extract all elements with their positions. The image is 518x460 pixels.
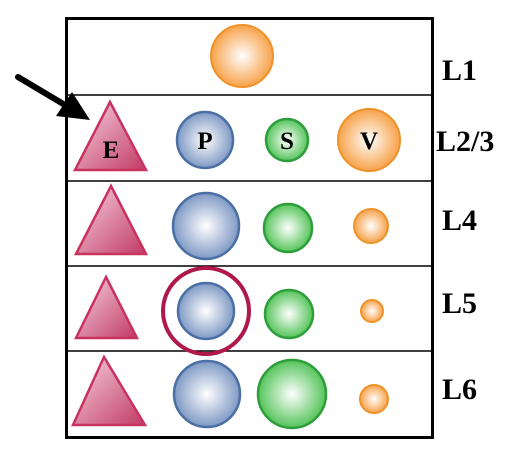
diagram-frame xyxy=(65,17,434,439)
pyramidal-cell xyxy=(171,191,241,261)
layer-label-l1: L1 xyxy=(442,54,477,87)
sst-cell xyxy=(264,117,310,163)
vip-cell xyxy=(359,384,389,414)
layer-label-l4: L4 xyxy=(442,204,477,237)
layer-label-l5: L5 xyxy=(442,287,477,320)
vip-cell xyxy=(337,108,401,172)
excitatory-cell xyxy=(71,354,148,427)
excitatory-cell xyxy=(73,274,140,340)
vip-cell xyxy=(360,299,384,323)
vip-cell-label: V xyxy=(360,128,378,155)
pyramidal-cell-label: P xyxy=(197,128,212,155)
vip-cell xyxy=(210,24,274,88)
layer-label-l2-3: L2/3 xyxy=(436,125,494,158)
sst-cell xyxy=(263,288,315,340)
excitatory-cell xyxy=(72,99,149,172)
sst-cell xyxy=(262,202,314,254)
pyramidal-cell xyxy=(172,359,242,429)
pyramidal-cell xyxy=(175,110,235,170)
sst-cell xyxy=(256,358,328,430)
pyramidal-cell xyxy=(176,281,236,341)
excitatory-cell-label: E xyxy=(103,137,120,164)
pointer-arrow-icon xyxy=(15,74,90,120)
excitatory-cell xyxy=(73,183,149,256)
highlight-ring-icon xyxy=(161,266,251,356)
sst-cell-label: S xyxy=(280,128,294,155)
layer-label-l6: L6 xyxy=(442,373,477,406)
vip-cell xyxy=(353,208,389,244)
